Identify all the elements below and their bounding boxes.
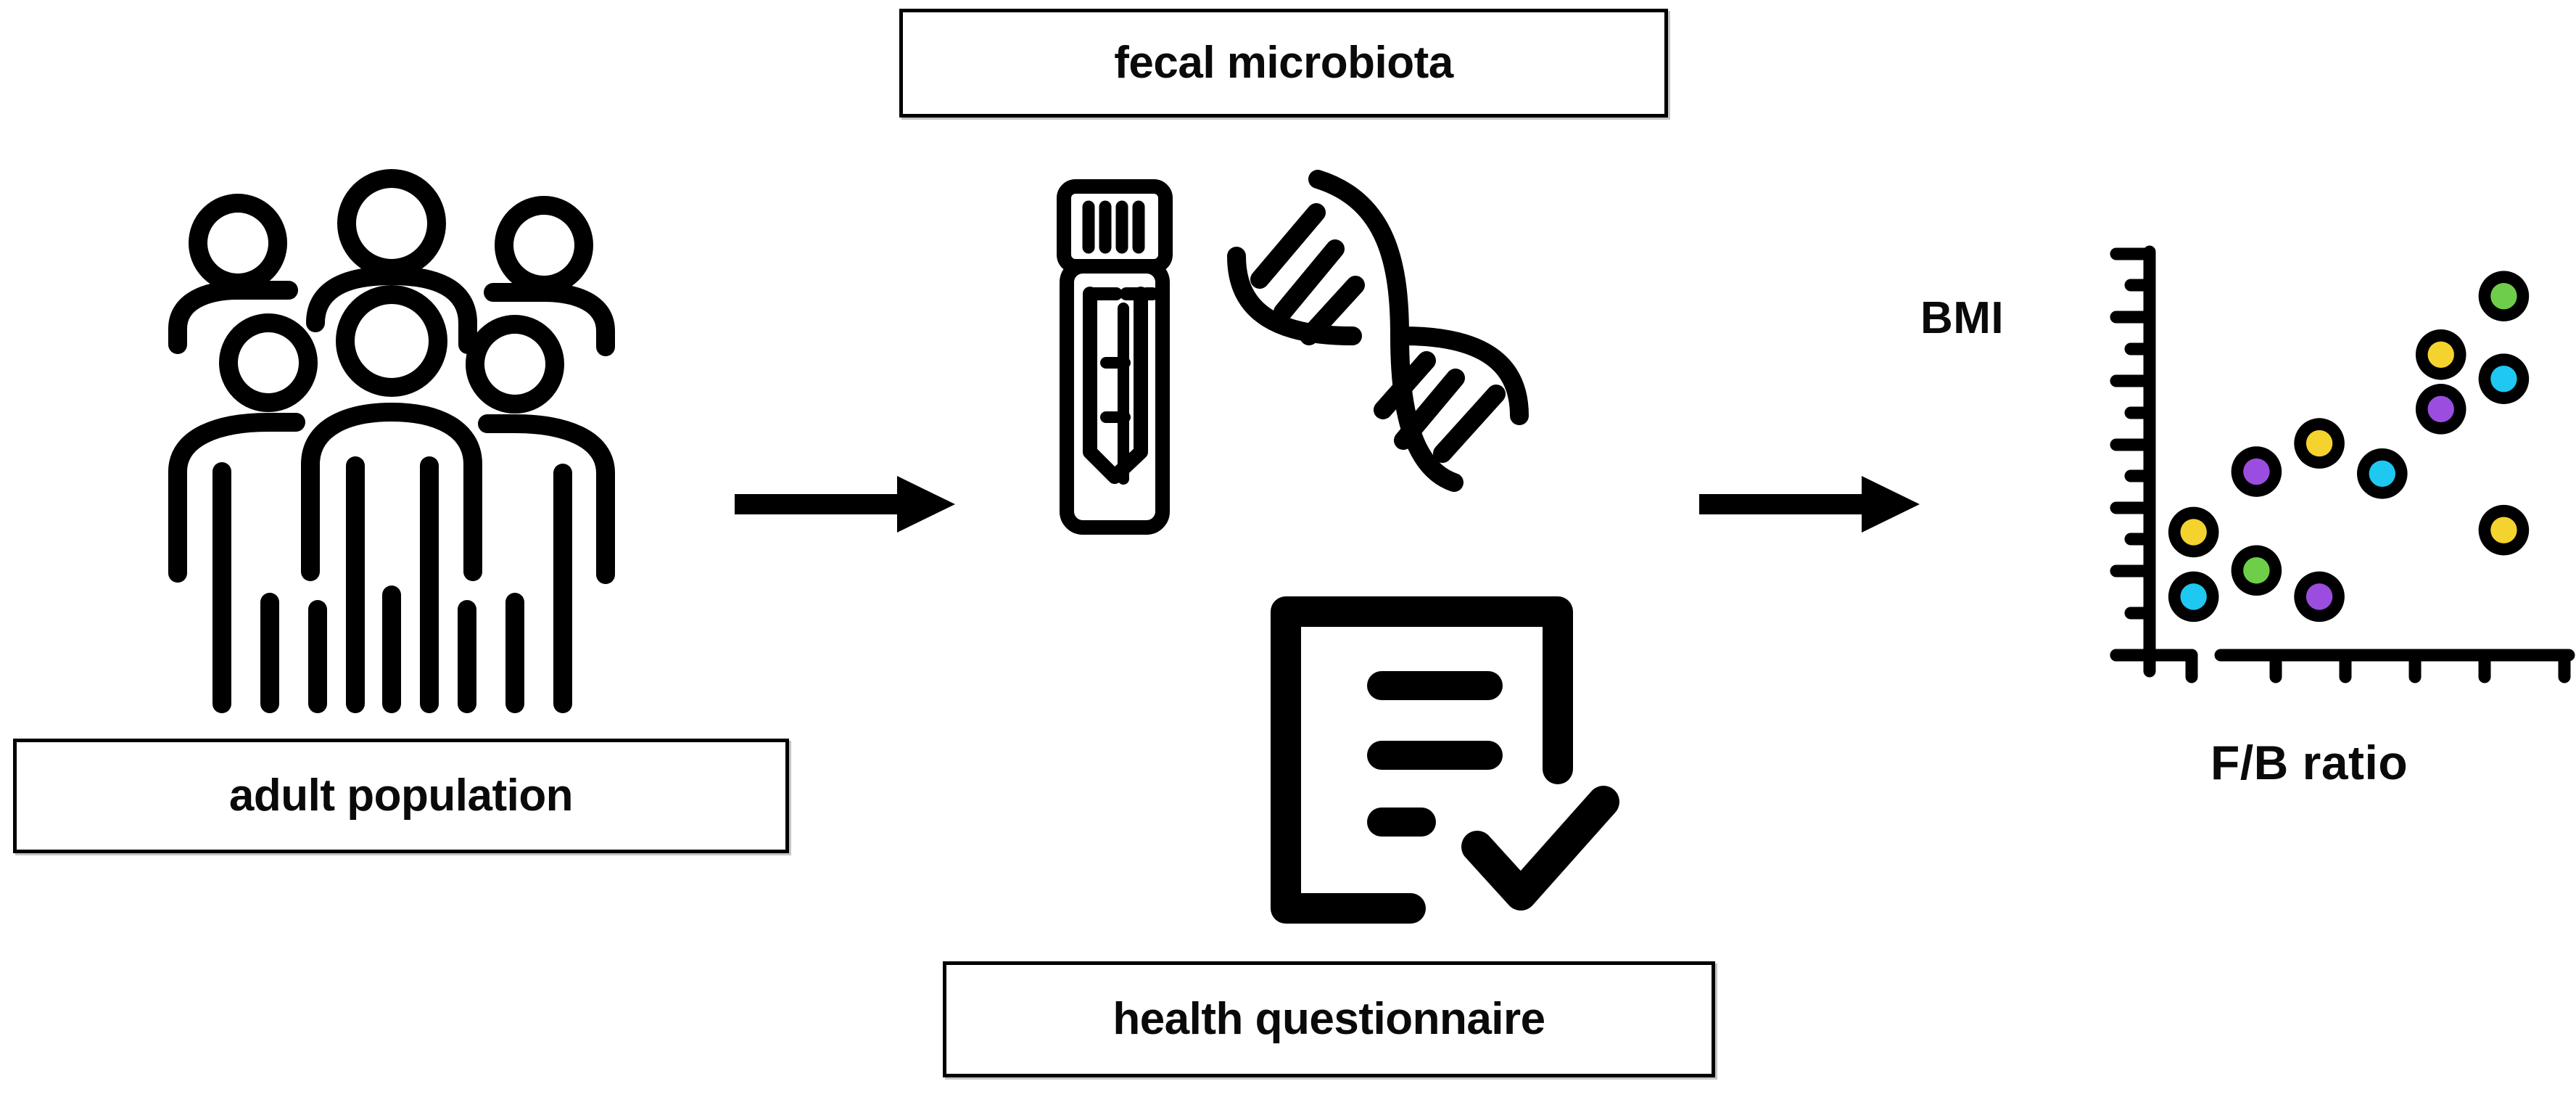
plot-axes: [2110, 245, 2575, 683]
sample-vial-icon: [1026, 178, 1200, 537]
scatter-point: [2294, 571, 2345, 623]
box-fecal-microbiota-label: fecal microbiota: [1114, 38, 1453, 88]
arrow-right-icon: [729, 472, 961, 537]
scatter-point: [2356, 448, 2408, 499]
x-axis-label-fb-ratio: F/B ratio: [2210, 736, 2408, 789]
scatter-point: [2415, 329, 2466, 380]
box-health-questionnaire-label: health questionnaire: [1112, 994, 1545, 1044]
box-health-questionnaire: health questionnaire: [943, 961, 1715, 1077]
scatter-point: [2478, 353, 2530, 404]
scatter-point: [2231, 446, 2282, 497]
scatter-point: [2294, 418, 2345, 469]
dna-helix-icon: [1193, 163, 1563, 519]
box-adult-population-label: adult population: [228, 771, 574, 821]
box-adult-population: adult population: [13, 739, 789, 853]
scatter-point: [2478, 271, 2530, 321]
scatter-plot: [2096, 236, 2576, 683]
scatter-point: [2478, 504, 2530, 556]
people-group-icon: [152, 167, 631, 713]
y-axis-label-bmi: BMI: [1920, 293, 2005, 343]
scatter-point: [2231, 545, 2282, 596]
box-fecal-microbiota: fecal microbiota: [899, 9, 1668, 118]
scatter-points: [2168, 271, 2530, 623]
scatter-point: [2415, 384, 2466, 435]
questionnaire-checkmark-icon: [1266, 591, 1625, 929]
scatter-point: [2168, 571, 2219, 623]
scatter-point: [2168, 506, 2219, 558]
arrow-right-icon: [1693, 472, 1925, 537]
